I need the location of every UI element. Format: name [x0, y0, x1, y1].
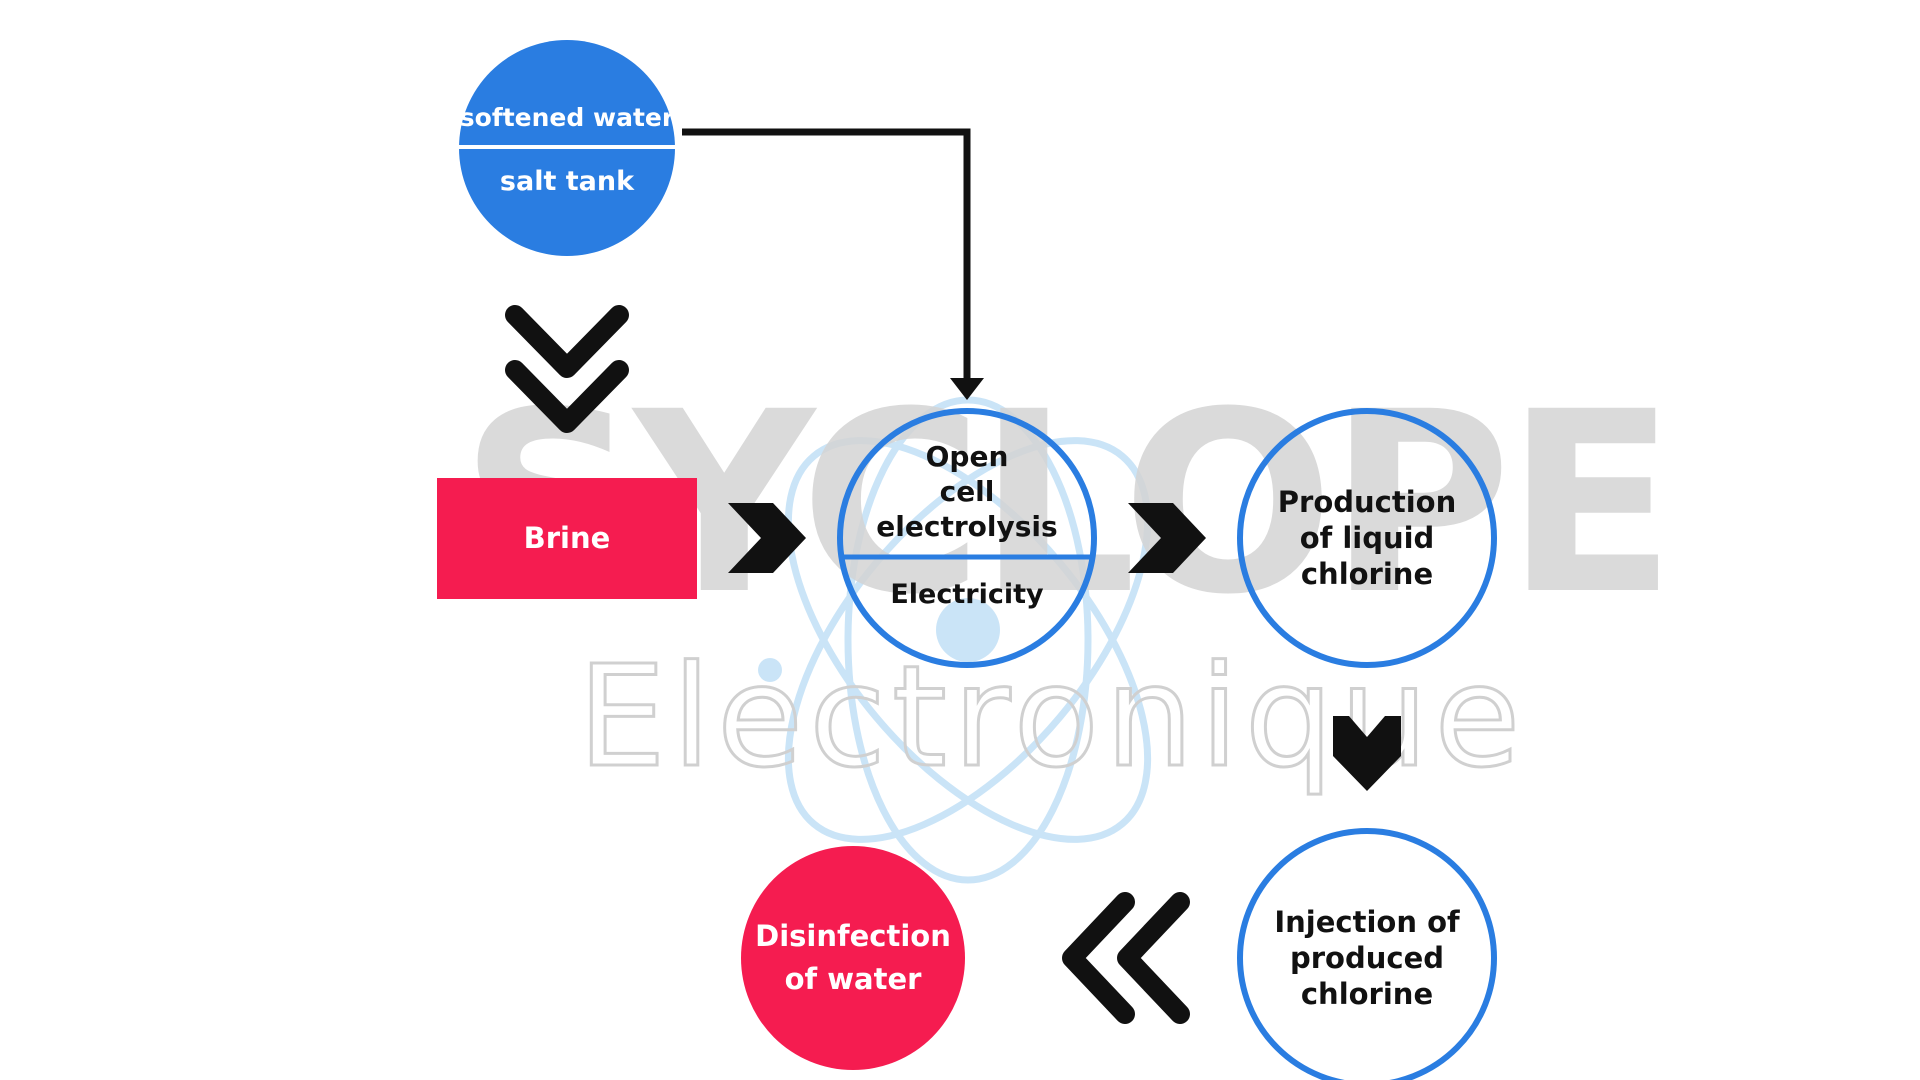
injection-node	[1237, 828, 1497, 1080]
production-node	[1237, 408, 1497, 668]
salt-tank-bottom-label: salt tank	[499, 166, 635, 198]
chevron-right-icon	[1128, 503, 1206, 573]
electrolysis-line-3: electrolysis	[876, 509, 1058, 543]
injection-line-2: produced	[1289, 940, 1444, 975]
disinfection-label: Disinfection of water	[745, 910, 961, 1006]
salt-tank-top-label: softened water	[459, 103, 675, 133]
electrolysis-node	[837, 408, 1097, 668]
disinfection-line-2: of water	[784, 962, 922, 996]
watermark-atom-logo	[758, 396, 1152, 884]
double-chevron-down-icon	[505, 305, 629, 433]
electrolysis-top-label: Open cell electrolysis	[860, 432, 1074, 550]
double-chevron-left-icon	[1062, 892, 1190, 1024]
injection-line-3: chlorine	[1300, 977, 1434, 1012]
production-label: Production of liquid chlorine	[1245, 475, 1489, 601]
production-line-3: chlorine	[1300, 557, 1434, 592]
electricity-label: Electricity	[890, 579, 1044, 611]
production-line-2: of liquid	[1299, 520, 1435, 555]
chevron-down-icon	[1333, 716, 1401, 791]
elbow-arrow-down-icon	[682, 128, 984, 400]
electrolysis-line-2: cell	[939, 474, 995, 508]
disinfection-line-1: Disinfection	[755, 918, 951, 953]
injection-label: Injection of produced chlorine	[1245, 895, 1489, 1021]
salt-tank-node	[455, 40, 679, 256]
chevron-right-icon	[728, 503, 806, 573]
electrolysis-line-1: Open	[925, 439, 1009, 473]
production-line-1: Production	[1277, 484, 1457, 519]
injection-line-1: Injection of	[1274, 904, 1460, 939]
brine-label: Brine	[523, 520, 611, 555]
brine-node	[437, 478, 697, 599]
disinfection-node	[741, 846, 965, 1070]
